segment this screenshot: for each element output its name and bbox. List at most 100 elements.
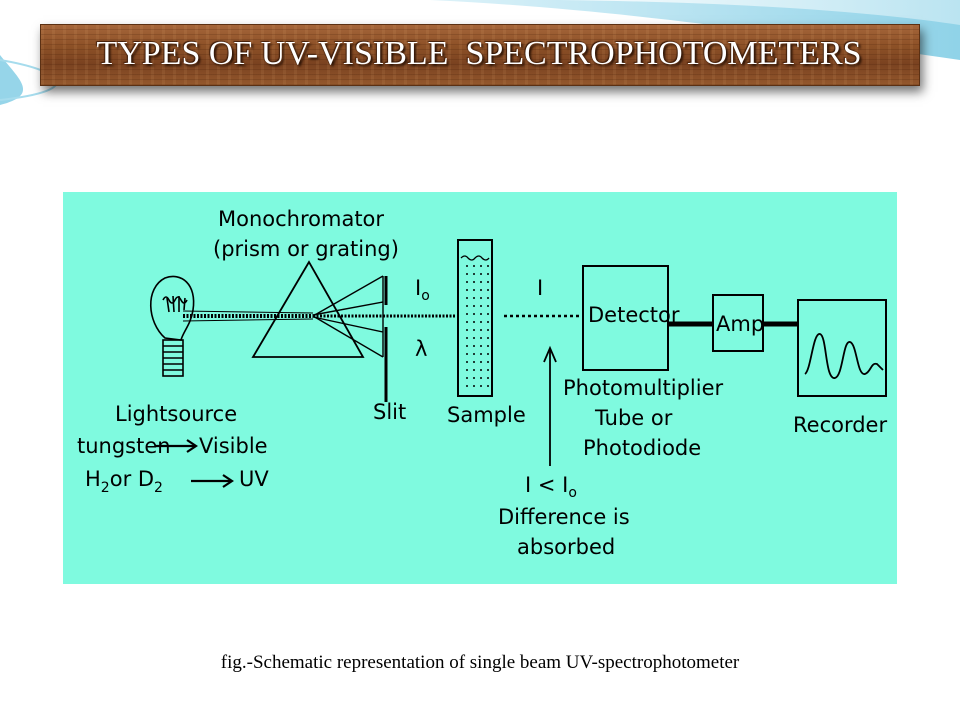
detector-box (582, 265, 669, 371)
sample-dot (487, 377, 489, 379)
spectrophotometer-diagram: Monochromator (prism or grating) Io λ I … (63, 192, 897, 584)
sample-dot (473, 345, 475, 347)
deuterium-label: H2or D2 (85, 467, 163, 496)
sample-dot (466, 305, 468, 307)
uv-label: UV (239, 467, 269, 491)
sample-dot (473, 377, 475, 379)
sample-dot (480, 289, 482, 291)
sample-dot (487, 281, 489, 283)
sample-dot (473, 385, 475, 387)
top-right-swoosh (430, 0, 960, 60)
sample-dot (480, 313, 482, 315)
absorbed-label: absorbed (517, 535, 615, 559)
slit-label: Slit (373, 400, 406, 424)
tungsten-label: tungsten (77, 434, 171, 458)
recorder-trace (804, 333, 884, 379)
intensity-relation-label: I < Io (525, 473, 577, 501)
amp-label: Amp (716, 312, 764, 336)
diagram-background (63, 192, 897, 584)
sample-dot (473, 281, 475, 283)
sample-dot (466, 265, 468, 267)
figure-caption: fig.-Schematic representation of single … (220, 652, 740, 673)
sample-dot (480, 345, 482, 347)
sample-dots (466, 265, 489, 387)
sample-dot (466, 353, 468, 355)
lightsource-label: Lightsource (115, 402, 237, 426)
sample-dot (487, 369, 489, 371)
absorption-arrow (543, 345, 557, 466)
sample-dot (487, 297, 489, 299)
sample-dot (480, 369, 482, 371)
sample-dot (487, 329, 489, 331)
sample-dot (480, 281, 482, 283)
difference-label: Difference is (498, 505, 630, 529)
sample-dot (473, 289, 475, 291)
sample-dot (473, 273, 475, 275)
photodiode-label: Photodiode (583, 436, 701, 460)
sample-dot (473, 313, 475, 315)
sample-dot (487, 385, 489, 387)
sample-dot (466, 385, 468, 387)
sample-dot (480, 265, 482, 267)
sample-dot (480, 329, 482, 331)
light-beam (182, 310, 314, 322)
monochromator-label: Monochromator (218, 207, 384, 231)
sample-dot (473, 321, 475, 323)
sample-dot (466, 321, 468, 323)
sample-dot (473, 329, 475, 331)
intensity-in-label: Io (415, 276, 430, 304)
left-swoosh (0, 55, 24, 105)
sample-label: Sample (447, 403, 526, 427)
sample-dot (466, 337, 468, 339)
sample-dot (480, 353, 482, 355)
visible-label: Visible (199, 434, 268, 458)
sample-dot (466, 369, 468, 371)
slide-title: TYPES OF UV-VISIBLE SPECTROPHOTOMETERS (96, 35, 862, 72)
photomultiplier-label: Photomultiplier (563, 376, 723, 400)
sample-dot (473, 353, 475, 355)
monochromator-type-label: (prism or grating) (213, 237, 399, 261)
sample-dot (473, 297, 475, 299)
prism-icon (251, 260, 365, 358)
sample-dot (487, 265, 489, 267)
top-right-swoosh-light (560, 0, 960, 25)
sample-dot (473, 265, 475, 267)
tube-or-label: Tube or (594, 406, 673, 430)
sample-dot (487, 353, 489, 355)
sample-dot (466, 289, 468, 291)
source-arrows (155, 439, 234, 488)
sample-dot (487, 345, 489, 347)
sample-dot (466, 345, 468, 347)
sample-dot (487, 273, 489, 275)
sample-dot (487, 289, 489, 291)
title-banner (40, 24, 920, 86)
sample-dot (473, 337, 475, 339)
sample-dot (480, 273, 482, 275)
recorder-label: Recorder (793, 413, 887, 437)
sample-dot (466, 313, 468, 315)
sample-cuvette (457, 239, 493, 397)
sample-dot (487, 321, 489, 323)
sample-dot (480, 377, 482, 379)
sample-dot (480, 321, 482, 323)
sample-dot (487, 361, 489, 363)
sample-dot (480, 305, 482, 307)
sample-dot (466, 329, 468, 331)
recorder-box (797, 299, 887, 397)
light-bulb-icon (150, 275, 195, 377)
intensity-out-label: I (537, 276, 543, 300)
sample-dot (480, 297, 482, 299)
sample-dot (466, 281, 468, 283)
sample-dot (466, 377, 468, 379)
sample-dot (466, 297, 468, 299)
sample-dot (473, 361, 475, 363)
sample-dot (487, 305, 489, 307)
sample-dot (480, 337, 482, 339)
sample-dot (487, 313, 489, 315)
wavelength-label: λ (415, 337, 427, 361)
sample-dot (466, 273, 468, 275)
sample-dot (480, 361, 482, 363)
sample-dot (466, 361, 468, 363)
detector-label: Detector (588, 303, 680, 327)
